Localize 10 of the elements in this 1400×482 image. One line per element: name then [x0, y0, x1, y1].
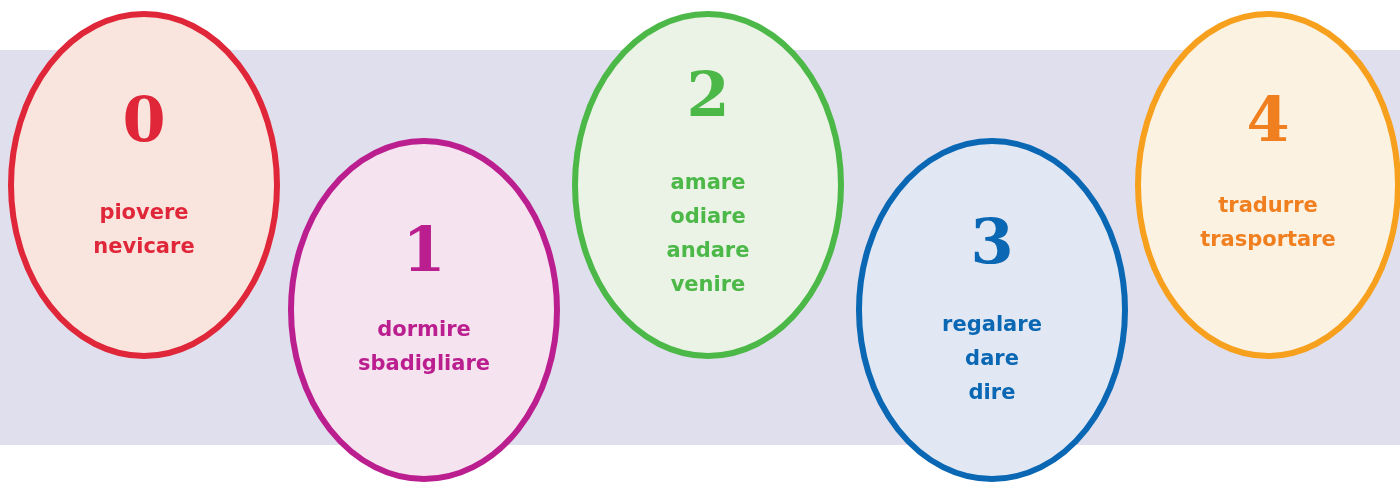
group-number: 0: [121, 85, 167, 155]
verb-list: amare odiare andare venire: [666, 165, 750, 301]
verb-list: piovere nevicare: [93, 195, 195, 263]
verb-list: dormire sbadigliare: [357, 312, 491, 380]
group-number: 3: [969, 207, 1015, 277]
verb-list: tradurre trasportare: [1200, 188, 1336, 256]
verb-list: regalare dare dire: [942, 307, 1042, 409]
group-number: 1: [401, 215, 447, 285]
group-number: 4: [1245, 85, 1291, 155]
group-number: 2: [685, 60, 731, 130]
